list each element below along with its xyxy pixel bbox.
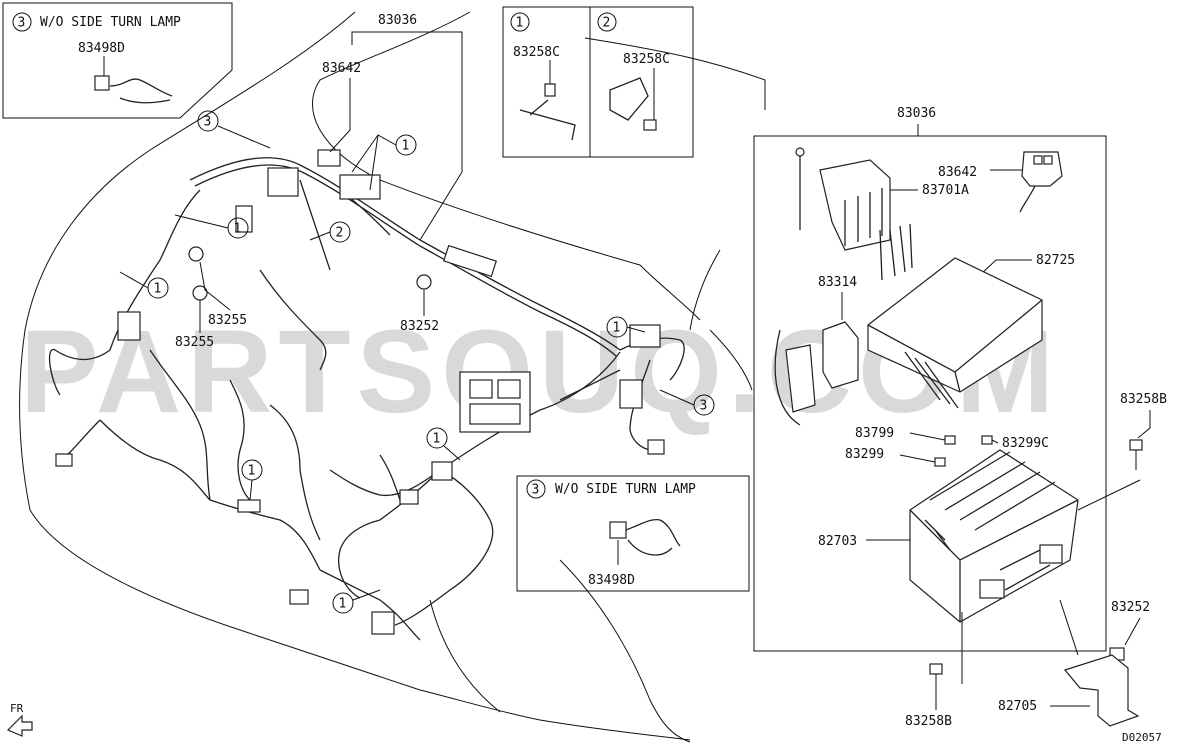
part-label-83036: 83036 xyxy=(378,13,417,28)
bracket-and-bolts: 83258B 83252 82705 83258B xyxy=(905,392,1167,729)
fuse xyxy=(944,435,956,445)
svg-text:1: 1 xyxy=(248,464,256,479)
connector xyxy=(399,489,419,505)
inset-wo-side-turn-lamp-top: 3 W/O SIDE TURN LAMP 83498D xyxy=(2,2,233,119)
part-label-82703: 82703 xyxy=(818,534,857,549)
connector xyxy=(267,167,299,197)
part-label-83036: 83036 xyxy=(897,106,936,121)
connector xyxy=(629,324,661,348)
part-label-83299: 83299 xyxy=(845,447,884,462)
relay xyxy=(497,379,521,399)
callout-1: 1 xyxy=(351,134,417,191)
part-label-83314: 83314 xyxy=(818,275,857,290)
connector-83314 xyxy=(822,321,859,389)
part-label-83258b: 83258B xyxy=(905,714,952,729)
part-label-83255: 83255 xyxy=(208,313,247,328)
svg-text:2: 2 xyxy=(336,226,344,241)
front-arrow-icon xyxy=(6,714,33,737)
junction-block-83701a xyxy=(819,159,891,251)
inset-wo-side-turn-lamp-mid: 3 W/O SIDE TURN LAMP 83498D xyxy=(516,475,750,592)
part-label-83642: 83642 xyxy=(938,165,977,180)
connector xyxy=(237,499,261,513)
svg-text:1: 1 xyxy=(154,282,162,297)
bolt-icon xyxy=(1129,439,1143,451)
bolt-icon xyxy=(929,663,943,675)
callout-1: 1 xyxy=(332,589,381,614)
ecu-82725 xyxy=(867,257,1043,393)
part-label-83642: 83642 xyxy=(322,61,361,76)
relay xyxy=(469,379,493,399)
front-direction-marker: FR xyxy=(6,702,33,737)
svg-text:1: 1 xyxy=(402,139,410,154)
svg-text:3: 3 xyxy=(204,115,212,130)
inset-title: W/O SIDE TURN LAMP xyxy=(40,15,181,30)
callout-1: 1 xyxy=(119,271,169,299)
connector xyxy=(317,149,341,167)
svg-text:1: 1 xyxy=(339,597,347,612)
part-label-83258c: 83258C xyxy=(623,52,670,67)
terminal xyxy=(795,147,805,157)
part-label-83498d: 83498D xyxy=(588,573,635,588)
callout-3: 3 xyxy=(659,389,715,416)
callout-2-label: 2 xyxy=(603,16,611,31)
side-lamp-connector xyxy=(94,75,110,91)
inset-title: W/O SIDE TURN LAMP xyxy=(555,482,696,497)
part-label-83252: 83252 xyxy=(1111,600,1150,615)
callout-1: 1 xyxy=(241,459,263,501)
grommet xyxy=(416,274,432,290)
callout-1-label: 1 xyxy=(516,16,524,31)
connector xyxy=(371,611,395,635)
grommet xyxy=(188,246,204,262)
part-label-83258c: 83258C xyxy=(513,45,560,60)
part-label-83799: 83799 xyxy=(855,426,894,441)
svg-text:1: 1 xyxy=(234,222,242,237)
part-label-82725: 82725 xyxy=(1036,253,1075,268)
svg-text:3: 3 xyxy=(700,399,708,414)
bolt-icon xyxy=(544,83,556,97)
fuse xyxy=(934,457,946,467)
bolt-icon xyxy=(643,119,657,131)
fuse-box-detail: 83036 83642 83701A 82725 83314 83799 xyxy=(753,106,1107,652)
connector-pin xyxy=(1043,155,1053,165)
callout-1: 1 xyxy=(426,427,461,461)
connector xyxy=(117,311,141,341)
harness-connectors xyxy=(55,149,665,635)
diagram-code: D02057 xyxy=(1122,731,1162,744)
fuse xyxy=(981,435,993,445)
part-label-83701a: 83701A xyxy=(922,183,969,198)
part-label-83258b: 83258B xyxy=(1120,392,1167,407)
part-label-83299c: 83299C xyxy=(1002,436,1049,451)
callout-3-label: 3 xyxy=(18,16,26,31)
callout-3-label: 3 xyxy=(532,483,540,498)
connector xyxy=(339,174,381,200)
inset-bolt-detail: 1 2 83258C 83258C xyxy=(502,6,694,158)
connector xyxy=(55,453,73,467)
callout-1: 1 xyxy=(606,316,646,338)
svg-text:1: 1 xyxy=(433,432,441,447)
relay xyxy=(469,403,521,425)
callout-2: 2 xyxy=(309,221,351,243)
part-label-83255: 83255 xyxy=(175,335,214,350)
connector xyxy=(431,461,453,481)
main-labels: 83036 83642 83255 83255 83252 1 3 1 2 xyxy=(119,13,715,614)
connector xyxy=(289,589,309,605)
front-label: FR xyxy=(10,702,24,715)
callout-1: 1 xyxy=(174,214,249,239)
connector xyxy=(647,439,665,455)
fuse-box-connector xyxy=(1039,544,1063,564)
part-label-83252: 83252 xyxy=(400,319,439,334)
harness-sleeve xyxy=(442,244,498,278)
svg-text:1: 1 xyxy=(613,321,621,336)
connector xyxy=(785,344,816,413)
part-label-82705: 82705 xyxy=(998,699,1037,714)
callout-3: 3 xyxy=(197,110,271,149)
connector xyxy=(619,379,643,409)
side-lamp-connector xyxy=(609,521,627,539)
part-label-83498d: 83498D xyxy=(78,41,125,56)
fuse-box-connector xyxy=(979,579,1005,599)
bracket-82705 xyxy=(1063,654,1140,727)
connector-pin xyxy=(1033,155,1043,165)
